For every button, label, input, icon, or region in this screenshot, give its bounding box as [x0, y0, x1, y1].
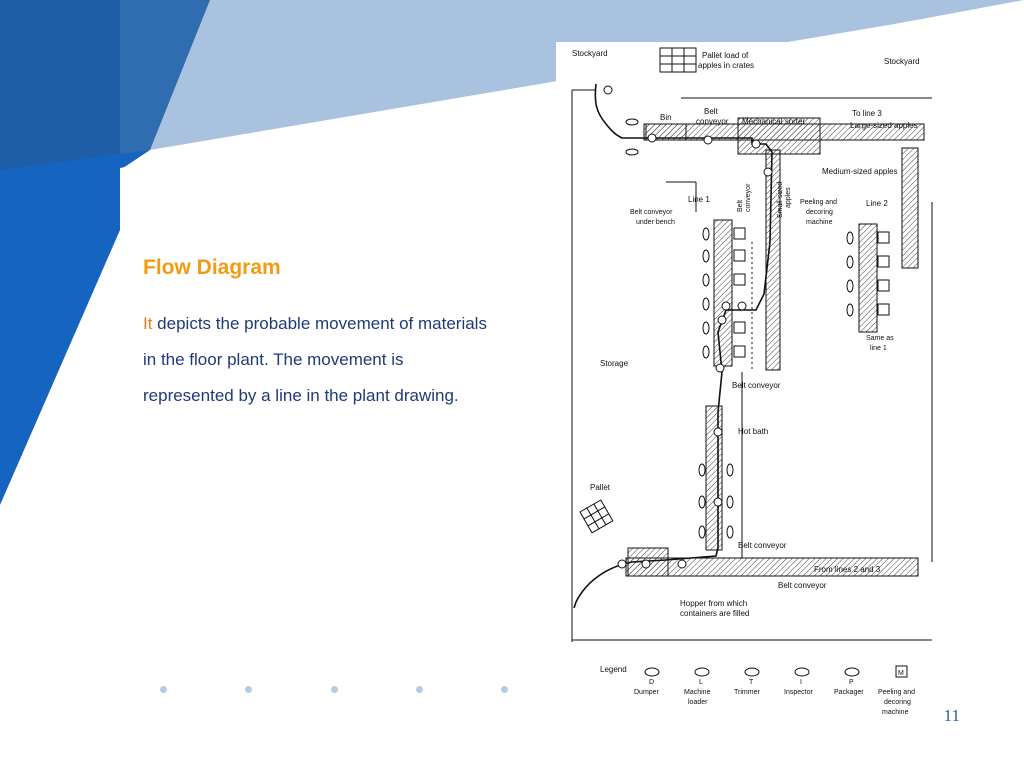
bottom-belt-conveyor	[625, 557, 919, 577]
label-line1: Line 1	[688, 195, 710, 204]
line1-bench-conveyor	[713, 219, 733, 367]
legend-symbol-p: P	[849, 679, 854, 686]
label-belt-low: Belt conveyor	[738, 541, 787, 550]
label-medium-apples: Medium-sized apples	[822, 167, 898, 176]
label-belt-under-bench-2: under bench	[636, 219, 675, 226]
dot	[416, 686, 423, 693]
body-rest-text: depicts the probable movement of materia…	[143, 314, 487, 405]
legend-name-loader: Machine	[684, 689, 711, 696]
step-markers	[603, 85, 773, 569]
label-same-as-2: line 1	[870, 345, 887, 352]
page-number: 11	[943, 706, 960, 725]
pallet-load-icon	[659, 47, 697, 73]
peeling-machines	[733, 227, 890, 358]
label-belt-top-2: conveyor	[696, 117, 729, 126]
dot	[501, 686, 508, 693]
line2-bench	[858, 223, 878, 333]
label-peeling-3: machine	[806, 219, 833, 226]
mechanical-sorter	[737, 117, 821, 155]
label-stockyard-right: Stockyard	[884, 57, 920, 66]
label-hopper: Hopper from which	[680, 599, 747, 608]
legend-symbol-m: M	[898, 670, 904, 677]
peeling-machine-icon	[895, 665, 908, 678]
label-belt-vertical-2: conveyor	[745, 183, 752, 212]
legend-title: Legend	[600, 665, 627, 674]
label-pallet-load-2: apples in crates	[698, 61, 754, 70]
machine-loader-icon	[694, 667, 710, 677]
label-belt-top: Belt	[704, 107, 719, 116]
body-lead-word: It	[143, 314, 153, 333]
legend-symbol-d: D	[649, 679, 654, 686]
slide-title: Flow Diagram	[143, 256, 281, 279]
label-stockyard-left: Stockyard	[572, 49, 608, 58]
small-apples-conveyor	[765, 149, 781, 371]
label-small-apples: Small-sized	[777, 182, 784, 218]
legend-name-dumper: Dumper	[634, 689, 660, 696]
pallet-icon	[579, 499, 614, 534]
trimmer-icon	[744, 667, 760, 677]
label-belt-bottom: Belt conveyor	[778, 581, 827, 590]
legend-name-peeling: Peeling and	[878, 689, 915, 696]
label-pallet: Pallet	[590, 483, 611, 492]
label-belt-mid: Belt conveyor	[732, 381, 781, 390]
slide-body-text: It depicts the probable movement of mate…	[143, 306, 488, 414]
label-to-line3: To line 3	[852, 109, 882, 118]
label-same-as: Same as	[866, 335, 894, 342]
label-belt-vertical: Belt	[737, 200, 744, 212]
legend-symbol-l: L	[699, 679, 703, 686]
label-mechanical-sorter: Mechanical sorter	[742, 117, 805, 126]
label-peeling: Peeling and	[800, 199, 837, 206]
dot	[245, 686, 252, 693]
inspector-icon	[794, 667, 810, 677]
label-from-lines: From lines 2 and 3	[814, 565, 881, 574]
legend-name-inspector: Inspector	[784, 689, 813, 696]
legend-name-peeling-3: machine	[882, 709, 909, 716]
worker-symbols	[625, 118, 854, 539]
legend-symbol-t: T	[749, 679, 754, 686]
label-large-apples: Large-sized apples	[850, 121, 918, 130]
legend-name-peeling-2: decoring	[884, 699, 911, 706]
hot-bath-conveyor	[705, 405, 723, 551]
label-pallet-load: Pallet load of	[702, 51, 749, 60]
left-dark-band	[0, 0, 120, 180]
dot	[331, 686, 338, 693]
legend-name-loader-2: loader	[688, 699, 708, 706]
flow-diagram-figure: Stockyard Pallet load of apples in crate…	[556, 42, 938, 716]
dot	[160, 686, 167, 693]
legend-name-trimmer: Trimmer	[734, 689, 760, 696]
material-flow-line	[573, 83, 773, 609]
label-storage: Storage	[600, 359, 629, 368]
label-hopper-2: containers are filled	[680, 609, 749, 618]
legend: D Dumper L Machine loader T Trimmer I In…	[634, 665, 915, 716]
large-apples-conveyor	[901, 147, 919, 269]
label-bin: Bin	[660, 113, 672, 122]
legend-name-packager: Packager	[834, 689, 864, 696]
label-small-apples-2: apples	[785, 187, 792, 208]
legend-symbol-i: I	[800, 679, 802, 686]
label-peeling-2: decoring	[806, 209, 833, 216]
dumper-icon	[644, 667, 660, 677]
left-blue-wedge	[0, 150, 150, 505]
label-belt-under-bench: Belt conveyor	[630, 209, 673, 216]
label-line2: Line 2	[866, 199, 888, 208]
packager-icon	[844, 667, 860, 677]
label-hot-bath: Hot bath	[738, 427, 768, 436]
